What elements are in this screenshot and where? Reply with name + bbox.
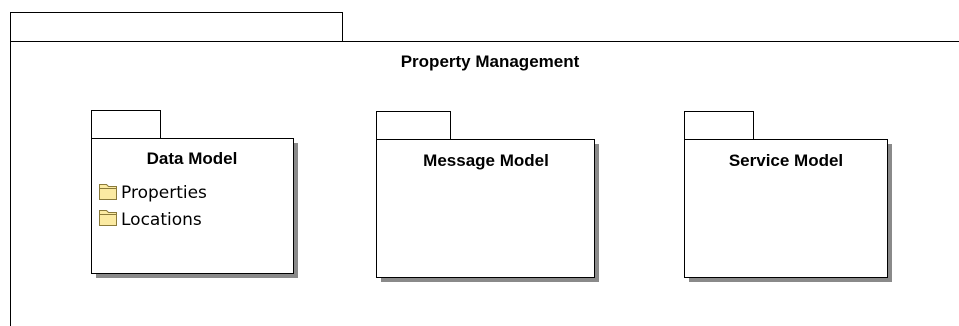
package-tab bbox=[684, 111, 754, 140]
package-tab bbox=[91, 110, 161, 139]
list-item[interactable]: Locations bbox=[99, 210, 202, 230]
outer-package-tab bbox=[10, 12, 343, 42]
outer-package-body bbox=[10, 41, 959, 326]
list-item-label: Properties bbox=[121, 183, 207, 203]
folder-icon bbox=[99, 184, 117, 200]
package-message-model[interactable]: Message Model bbox=[376, 111, 600, 283]
outer-package[interactable]: Property Management bbox=[10, 12, 959, 326]
list-item[interactable]: Properties bbox=[99, 183, 208, 203]
package-tab bbox=[376, 111, 451, 140]
package-title: Service Model bbox=[729, 151, 843, 170]
outer-package-title: Property Management bbox=[401, 52, 580, 71]
package-service-model[interactable]: Service Model bbox=[684, 111, 893, 283]
package-body bbox=[684, 139, 888, 278]
package-body bbox=[91, 138, 294, 274]
package-title: Message Model bbox=[423, 151, 549, 170]
package-body bbox=[376, 139, 595, 278]
package-title: Data Model bbox=[147, 149, 238, 168]
list-item-label: Locations bbox=[121, 210, 202, 230]
folder-icon bbox=[99, 210, 117, 226]
package-data-model[interactable]: Data Model Properties Locations bbox=[91, 110, 299, 279]
